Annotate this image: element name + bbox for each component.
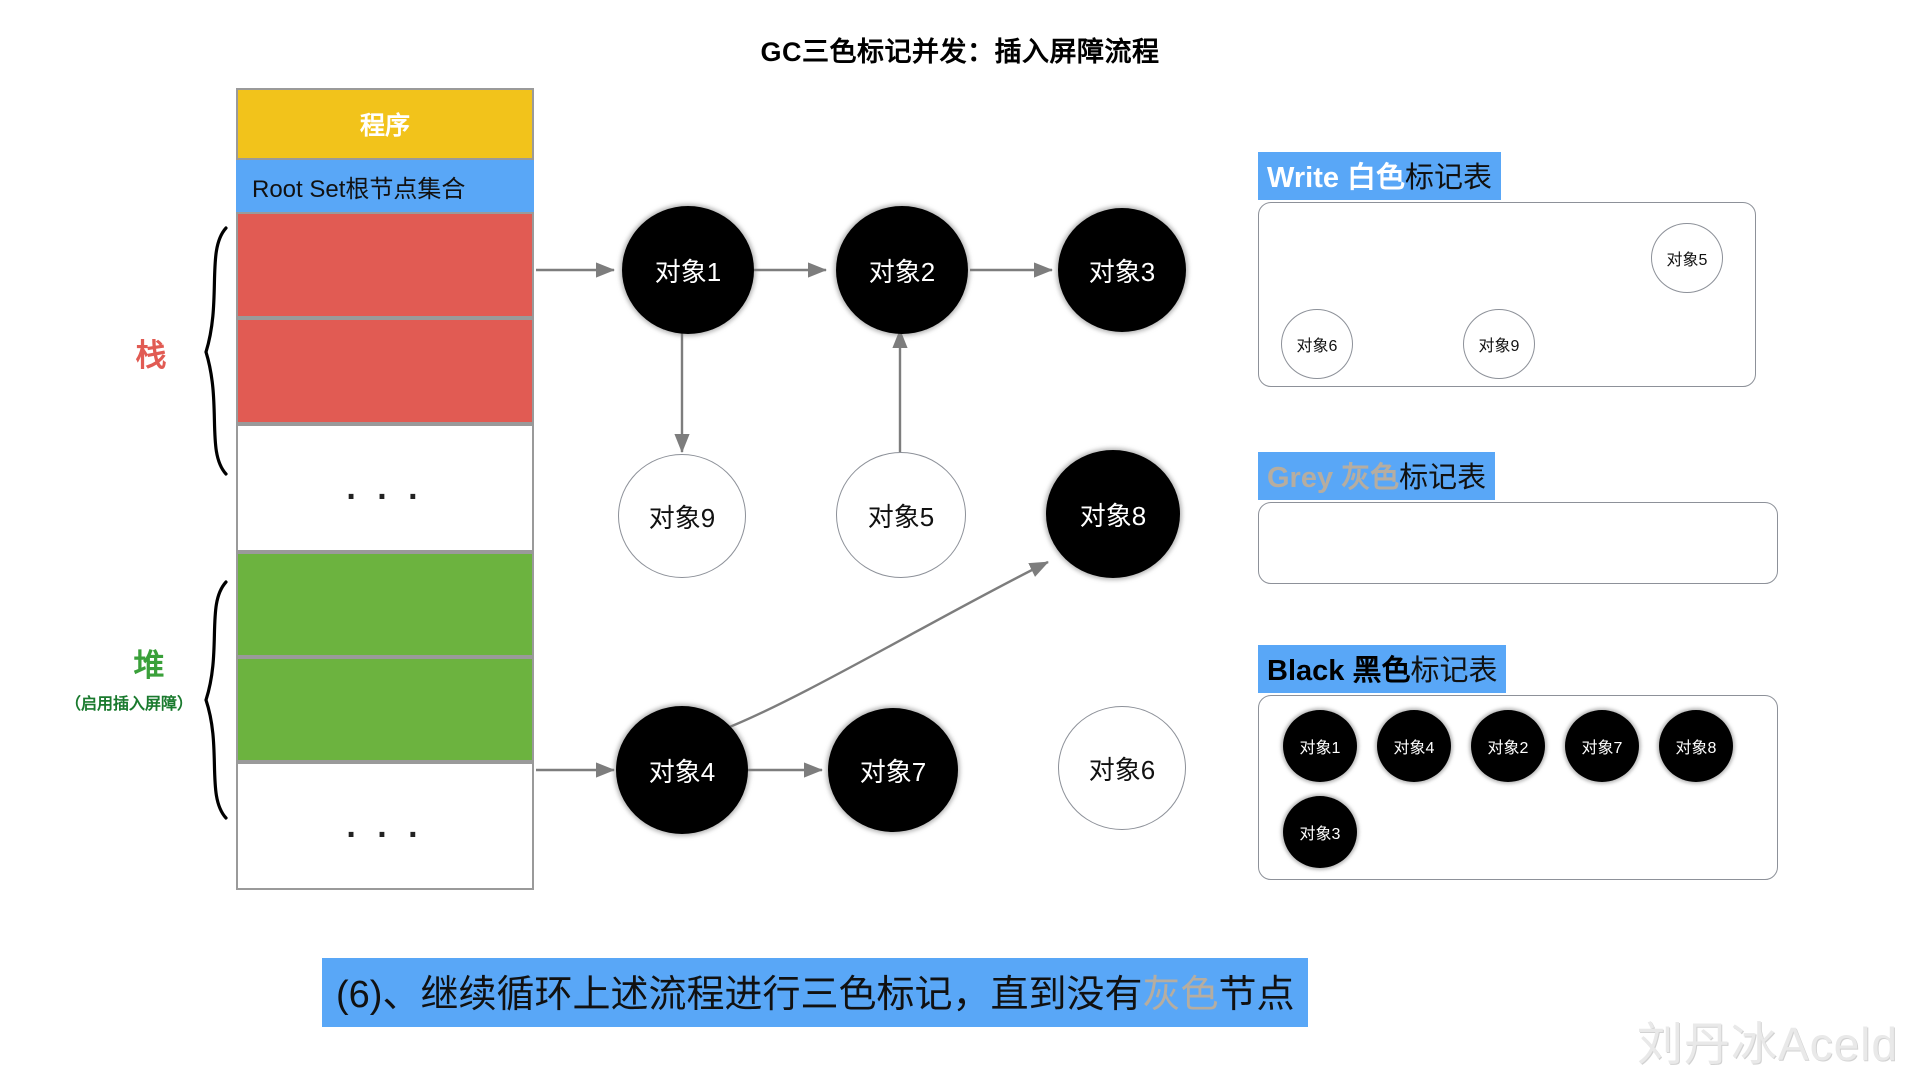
memory-cell-heap-ellipsis: . . . xyxy=(236,762,534,890)
graph-node-obj2[interactable]: 对象2 xyxy=(836,206,968,334)
grey-table-header: Grey 灰色标记表 xyxy=(1258,452,1496,500)
grey-table-box xyxy=(1258,502,1778,584)
graph-node-obj6[interactable]: 对象6 xyxy=(1058,706,1186,830)
white-chip-obj5[interactable]: 对象5 xyxy=(1651,223,1723,293)
ellipsis-heap: . . . xyxy=(346,807,424,845)
heap-label: 堆 xyxy=(133,648,165,683)
ellipsis-stack: . . . xyxy=(346,469,424,507)
grey-table-header-strong: Grey 灰色 xyxy=(1267,462,1400,494)
heap-sublabel: （启用插入屏障） xyxy=(64,696,193,713)
graph-node-obj4[interactable]: 对象4 xyxy=(616,706,748,834)
memory-column: 程序 Root Set根节点集合 . . . . . . xyxy=(236,88,534,890)
caption-part1: (6)、继续循环上述流程进行三色标记，直到没有 xyxy=(336,974,1143,1016)
stack-label: 栈 xyxy=(135,338,167,373)
black-table-header-tail: 标记表 xyxy=(1410,655,1498,687)
memory-cell-program: 程序 xyxy=(236,88,534,160)
white-chip-obj6[interactable]: 对象6 xyxy=(1281,309,1353,379)
memory-cell-stack-ellipsis: . . . xyxy=(236,424,534,552)
white-table-header: Write 白色标记表 xyxy=(1258,152,1502,200)
graph-node-obj3[interactable]: 对象3 xyxy=(1058,208,1186,332)
white-table-box: 对象5 对象6 对象9 xyxy=(1258,202,1756,387)
white-table-header-tail: 标记表 xyxy=(1405,162,1493,194)
white-table-header-strong: Write 白色 xyxy=(1267,162,1406,194)
graph-node-obj8[interactable]: 对象8 xyxy=(1046,450,1180,578)
black-chip-obj8[interactable]: 对象8 xyxy=(1659,710,1733,782)
white-chip-obj9[interactable]: 对象9 xyxy=(1463,309,1535,379)
memory-cell-root-set: Root Set根节点集合 xyxy=(236,160,534,212)
black-table-header: Black 黑色标记表 xyxy=(1258,645,1507,693)
caption-part2: 节点 xyxy=(1218,974,1295,1016)
page-title: GC三色标记并发：插入屏障流程 xyxy=(760,37,1160,67)
black-chip-obj3[interactable]: 对象3 xyxy=(1283,796,1357,868)
memory-cell-stack-slot-2 xyxy=(236,318,534,424)
black-chip-obj2[interactable]: 对象2 xyxy=(1471,710,1545,782)
memory-cell-stack-slot-1 xyxy=(236,212,534,318)
caption-highlight: 灰色 xyxy=(1142,974,1219,1016)
stack-brace xyxy=(204,226,228,476)
graph-node-obj7[interactable]: 对象7 xyxy=(828,708,958,832)
black-chip-obj4[interactable]: 对象4 xyxy=(1377,710,1451,782)
watermark: 刘丹冰Aceld xyxy=(1636,1018,1898,1070)
black-table-header-strong: Black 黑色 xyxy=(1267,655,1411,687)
graph-node-obj5[interactable]: 对象5 xyxy=(836,452,966,578)
grey-mark-table: Grey 灰色标记表 xyxy=(1258,452,1778,584)
black-table-box: 对象1 对象4 对象2 对象7 对象8 对象3 xyxy=(1258,695,1778,880)
white-mark-table: Write 白色标记表 对象5 对象6 对象9 xyxy=(1258,152,1756,387)
graph-node-obj1[interactable]: 对象1 xyxy=(622,206,754,334)
black-chip-obj7[interactable]: 对象7 xyxy=(1565,710,1639,782)
memory-cell-heap-slot-1 xyxy=(236,552,534,657)
edge-obj4-obj8 xyxy=(721,560,1049,732)
graph-node-obj9[interactable]: 对象9 xyxy=(618,454,746,578)
black-mark-table: Black 黑色标记表 对象1 对象4 对象2 对象7 对象8 对象3 xyxy=(1258,645,1778,880)
step-caption: (6)、继续循环上述流程进行三色标记，直到没有灰色节点 xyxy=(322,958,1309,1027)
memory-cell-heap-slot-2 xyxy=(236,657,534,762)
black-chip-obj1[interactable]: 对象1 xyxy=(1283,710,1357,782)
grey-table-header-tail: 标记表 xyxy=(1399,462,1487,494)
